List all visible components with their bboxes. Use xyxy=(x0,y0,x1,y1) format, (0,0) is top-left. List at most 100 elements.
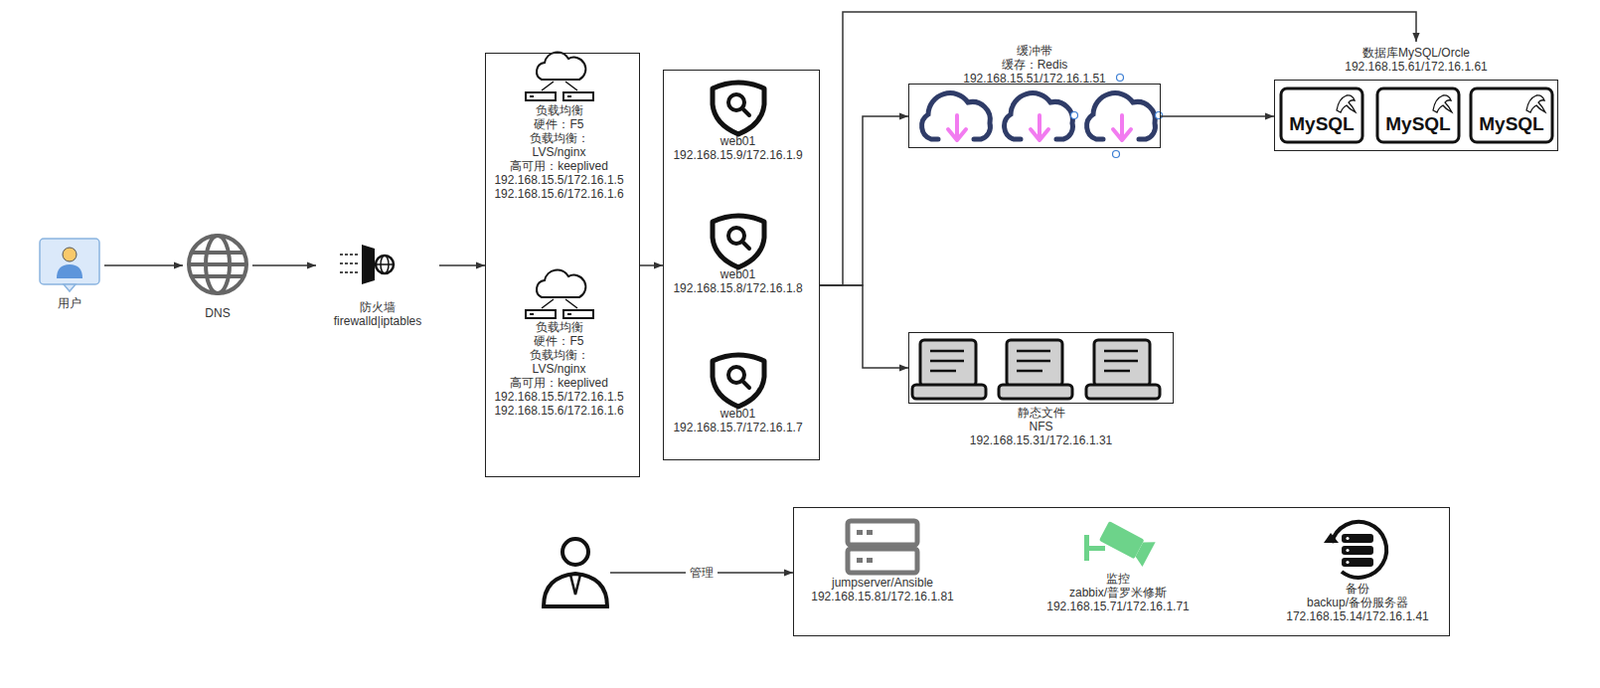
lb-node: 负载均衡 硬件：F5 负载均衡： LVS/nginx 高可用：keeplived… xyxy=(485,272,633,418)
backup-node: 备份 backup/备份服务器 172.168.15.14/172.16.1.4… xyxy=(1273,517,1442,624)
user-icon xyxy=(62,247,77,262)
text-group: DNS xyxy=(182,306,253,320)
firewall-icon xyxy=(339,262,358,265)
text-group: jumpserver/Ansible 192.168.15.81/172.16.… xyxy=(798,575,967,604)
icon-layer xyxy=(712,215,765,268)
user-icon xyxy=(39,238,100,285)
node-text: 备份 backup/备份服务器 172.168.15.14/172.16.1.4… xyxy=(1273,581,1442,624)
text-group: 备份 backup/备份服务器 172.168.15.14/172.16.1.4… xyxy=(1273,581,1442,624)
connector xyxy=(1160,115,1275,118)
icon-layer xyxy=(712,354,765,407)
connector xyxy=(819,285,909,368)
text-group: 缓冲带 缓存：Redis 192.168.15.51/172.16.1.51 xyxy=(908,39,1161,84)
firewall-icon xyxy=(339,253,358,256)
globe-icon xyxy=(192,250,243,255)
node-text: 负载均衡 硬件：F5 负载均衡： LVS/nginx 高可用：keeplived… xyxy=(485,103,633,201)
lb-group: 负载均衡 硬件：F5 负载均衡： LVS/nginx 高可用：keeplived… xyxy=(484,52,640,478)
selection-handle xyxy=(1113,151,1120,159)
node-text: 缓冲带 缓存：Redis 192.168.15.51/172.16.1.51 xyxy=(908,43,1161,86)
node-text: 负载均衡 硬件：F5 负载均衡： LVS/nginx 高可用：keeplived… xyxy=(485,320,633,418)
globe-icon xyxy=(188,235,247,294)
backup-icon xyxy=(1323,521,1387,578)
jumpserver-icon xyxy=(856,557,863,563)
camera-icon xyxy=(1097,517,1155,567)
dns-node: DNS xyxy=(182,232,253,320)
selection-handle xyxy=(1071,74,1163,159)
icon-label: MySQL xyxy=(1378,114,1458,135)
ops-group: jumpserver/Ansible 192.168.15.81/172.16.… xyxy=(793,506,1450,637)
text-group: 数据库MySQL/Orcle 192.168.15.61/172.16.1.61 xyxy=(1274,41,1559,80)
text-group: web01 192.168.15.8/172.16.1.8 xyxy=(663,267,812,296)
node-text: 静态文件 NFS 192.168.15.31/172.16.1.31 xyxy=(908,405,1174,448)
connector xyxy=(252,264,317,267)
connector xyxy=(819,11,1417,286)
firewall-icon xyxy=(361,244,375,285)
web-node: web01 192.168.15.7/172.16.1.7 xyxy=(663,350,812,435)
nfs-node: 静态文件 NFS 192.168.15.31/172.16.1.31 xyxy=(908,331,1174,448)
icon-layer xyxy=(1086,339,1160,399)
backup-icon xyxy=(1345,560,1349,564)
node-frame xyxy=(908,331,1174,404)
node-text: 数据库MySQL/Orcle 192.168.15.61/172.16.1.61 xyxy=(1274,45,1559,74)
selection-handle xyxy=(1071,112,1079,120)
web-node: web01 192.168.15.9/172.16.1.9 xyxy=(663,78,812,162)
node-text: jumpserver/Ansible 192.168.15.81/172.16.… xyxy=(798,575,967,604)
icon-layer xyxy=(1004,93,1074,141)
text-group: 防火墙 firewalld|iptables xyxy=(316,300,440,328)
text-group: 静态文件 NFS 192.168.15.31/172.16.1.31 xyxy=(908,403,1174,448)
node-text: web01 192.168.15.9/172.16.1.9 xyxy=(663,134,812,162)
lb-node: 负载均衡 硬件：F5 负载均衡： LVS/nginx 高可用：keeplived… xyxy=(485,55,633,201)
jumpserver-icon xyxy=(847,520,918,573)
text-group: web01 192.168.15.7/172.16.1.7 xyxy=(663,406,812,435)
backup-icon xyxy=(1341,533,1374,543)
cache-node: 缓冲带 缓存：Redis 192.168.15.51/172.16.1.51 xyxy=(908,39,1161,149)
firewall-icon xyxy=(339,271,358,274)
icon-label: MySQL xyxy=(1281,114,1362,135)
firewall-icon xyxy=(380,255,389,274)
jumpserver-icon xyxy=(856,529,863,535)
backup-icon xyxy=(1345,548,1349,552)
admin-icon xyxy=(570,574,581,595)
web-group: web01 192.168.15.9/172.16.1.9 web01 192.1… xyxy=(662,69,820,461)
icon-layer xyxy=(912,339,986,399)
admin-icon xyxy=(562,538,589,565)
edge-label: 管理 xyxy=(685,565,718,580)
database-node: 数据库MySQL/Orcle 192.168.15.61/172.16.1.61 xyxy=(1274,41,1559,152)
icon-layer xyxy=(525,52,594,101)
node-text: web01 192.168.15.8/172.16.1.8 xyxy=(663,267,812,296)
firewall-icon xyxy=(375,255,394,274)
firewall-node: 防火墙 firewalld|iptables xyxy=(316,238,440,328)
firewall-icon xyxy=(375,263,394,266)
admin-icon xyxy=(543,573,608,607)
text-group: web01 192.168.15.9/172.16.1.9 xyxy=(663,134,812,162)
icon-layer xyxy=(1280,88,1363,143)
firewall-icon xyxy=(339,254,358,273)
backup-icon xyxy=(1341,557,1374,567)
icon-layer xyxy=(525,270,594,319)
camera-icon xyxy=(1089,545,1106,551)
icon-layer xyxy=(998,339,1073,399)
jumpserver-node: jumpserver/Ansible 192.168.15.81/172.16.… xyxy=(798,517,967,604)
user-node: 用户 xyxy=(34,234,105,311)
icon-layer xyxy=(1470,88,1553,143)
globe-icon xyxy=(188,262,247,267)
icon-layer xyxy=(922,93,991,141)
web-node: web01 192.168.15.8/172.16.1.8 xyxy=(663,211,812,296)
text-group: 负载均衡 硬件：F5 负载均衡： LVS/nginx 高可用：keeplived… xyxy=(485,103,633,201)
user-icon xyxy=(56,264,83,279)
text-group: 用户 xyxy=(34,296,105,311)
text-group: 负载均衡 硬件：F5 负载均衡： LVS/nginx 高可用：keeplived… xyxy=(485,320,633,418)
admin-icon xyxy=(543,538,608,607)
selection-handle xyxy=(1155,112,1163,120)
icon-layer xyxy=(1377,88,1459,143)
jumpserver-icon xyxy=(847,520,918,545)
user-icon xyxy=(63,284,76,292)
backup-icon xyxy=(1345,536,1349,540)
user-icon xyxy=(39,238,100,292)
icon-label: MySQL xyxy=(1471,114,1552,135)
monitor-node: 监控 zabbix/普罗米修斯 192.168.15.71/172.16.1.7… xyxy=(1033,519,1203,614)
backup-icon xyxy=(1323,532,1339,543)
node-text: 防火墙 firewalld|iptables xyxy=(316,300,440,328)
firewall-icon xyxy=(339,244,394,285)
node-text: web01 192.168.15.7/172.16.1.7 xyxy=(663,406,812,435)
